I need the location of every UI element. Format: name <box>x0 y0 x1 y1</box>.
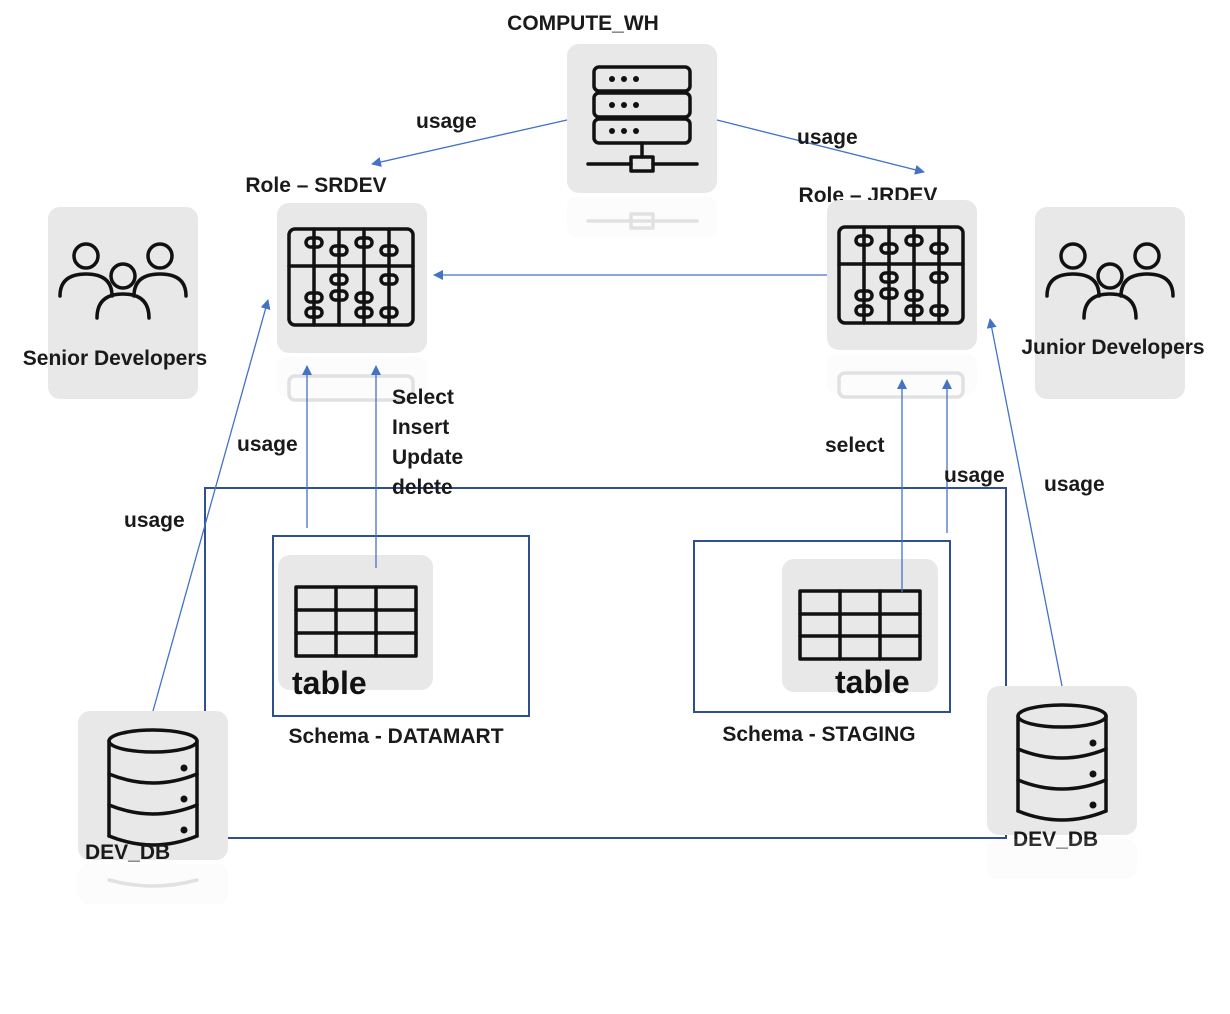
role-srdev-tile <box>277 203 427 353</box>
warehouse-node[interactable]: COMPUTE_WH <box>507 12 717 237</box>
dev-db-left-node[interactable]: DEV_DB <box>78 711 228 904</box>
database-icon <box>107 728 199 847</box>
abacus-icon <box>837 225 965 325</box>
junior-developers-label: Junior Developers <box>1021 336 1204 359</box>
edge-label-wh-srdev: usage <box>416 110 477 133</box>
edge-label-datamart-usage: usage <box>237 433 298 456</box>
edge-label-staging-usage: usage <box>944 464 1005 487</box>
senior-developers-node[interactable]: Senior Developers <box>23 207 207 399</box>
junior-developers-tile <box>1035 207 1185 399</box>
arrow-db-right-to-jrdev <box>986 318 1063 687</box>
junior-developers-node[interactable]: Junior Developers <box>1021 207 1205 399</box>
schema-staging-frame <box>693 540 951 713</box>
dev-db-right-tile <box>987 686 1137 835</box>
table-staging-label: table <box>835 664 910 700</box>
edge-label-db-srdev: usage <box>124 509 185 532</box>
schema-datamart-label: Schema - DATAMART <box>288 725 503 748</box>
role-srdev-label: Role – SRDEV <box>245 174 386 197</box>
schema-datamart-frame <box>272 535 530 717</box>
schema-datamart-node[interactable]: table Schema - DATAMART <box>272 535 530 748</box>
dev-db-left-reflection <box>78 864 228 904</box>
database-frame <box>204 487 1007 839</box>
edge-label-priv-insert: Insert <box>392 416 449 439</box>
abacus-icon <box>287 227 415 327</box>
role-srdev-node[interactable]: Role – SRDEV <box>245 174 427 402</box>
arrow-warehouse-to-srdev <box>371 119 568 167</box>
users-group-icon <box>58 242 188 320</box>
table-icon <box>798 589 922 661</box>
role-jrdev-tile <box>827 200 977 350</box>
role-jrdev-reflection <box>827 354 977 399</box>
edge-label-priv-update: Update <box>392 446 463 469</box>
users-group-icon <box>1045 242 1175 320</box>
schema-staging-label: Schema - STAGING <box>722 723 915 746</box>
arrow-warehouse-to-jrdev <box>716 119 925 175</box>
warehouse-label: COMPUTE_WH <box>507 12 659 35</box>
database-icon <box>1016 703 1108 822</box>
server-icon <box>586 65 699 173</box>
senior-developers-label: Senior Developers <box>23 347 207 370</box>
senior-developers-tile <box>48 207 198 399</box>
dev-db-right-reflection <box>987 839 1137 879</box>
edge-label-priv-delete: delete <box>392 476 453 499</box>
schema-staging-node[interactable]: table Schema - STAGING <box>693 540 951 746</box>
edge-label-priv-select: Select <box>392 386 454 409</box>
edge-label-wh-jrdev: usage <box>797 126 858 149</box>
dev-db-right-node[interactable]: DEV_DB <box>987 686 1137 879</box>
arrow-db-left-to-srdev <box>152 299 271 712</box>
edge-label-staging-select: select <box>825 434 885 457</box>
dev-db-right-label: DEV_DB <box>1013 828 1098 851</box>
table-icon <box>294 585 418 658</box>
dev-db-left-label: DEV_DB <box>85 841 170 864</box>
role-jrdev-node[interactable]: Role – JRDEV <box>799 184 977 399</box>
role-srdev-reflection <box>277 357 427 402</box>
table-datamart-label: table <box>292 665 367 701</box>
dev-db-left-tile <box>78 711 228 860</box>
warehouse-reflection <box>567 197 717 237</box>
edge-label-db-jrdev: usage <box>1044 473 1105 496</box>
